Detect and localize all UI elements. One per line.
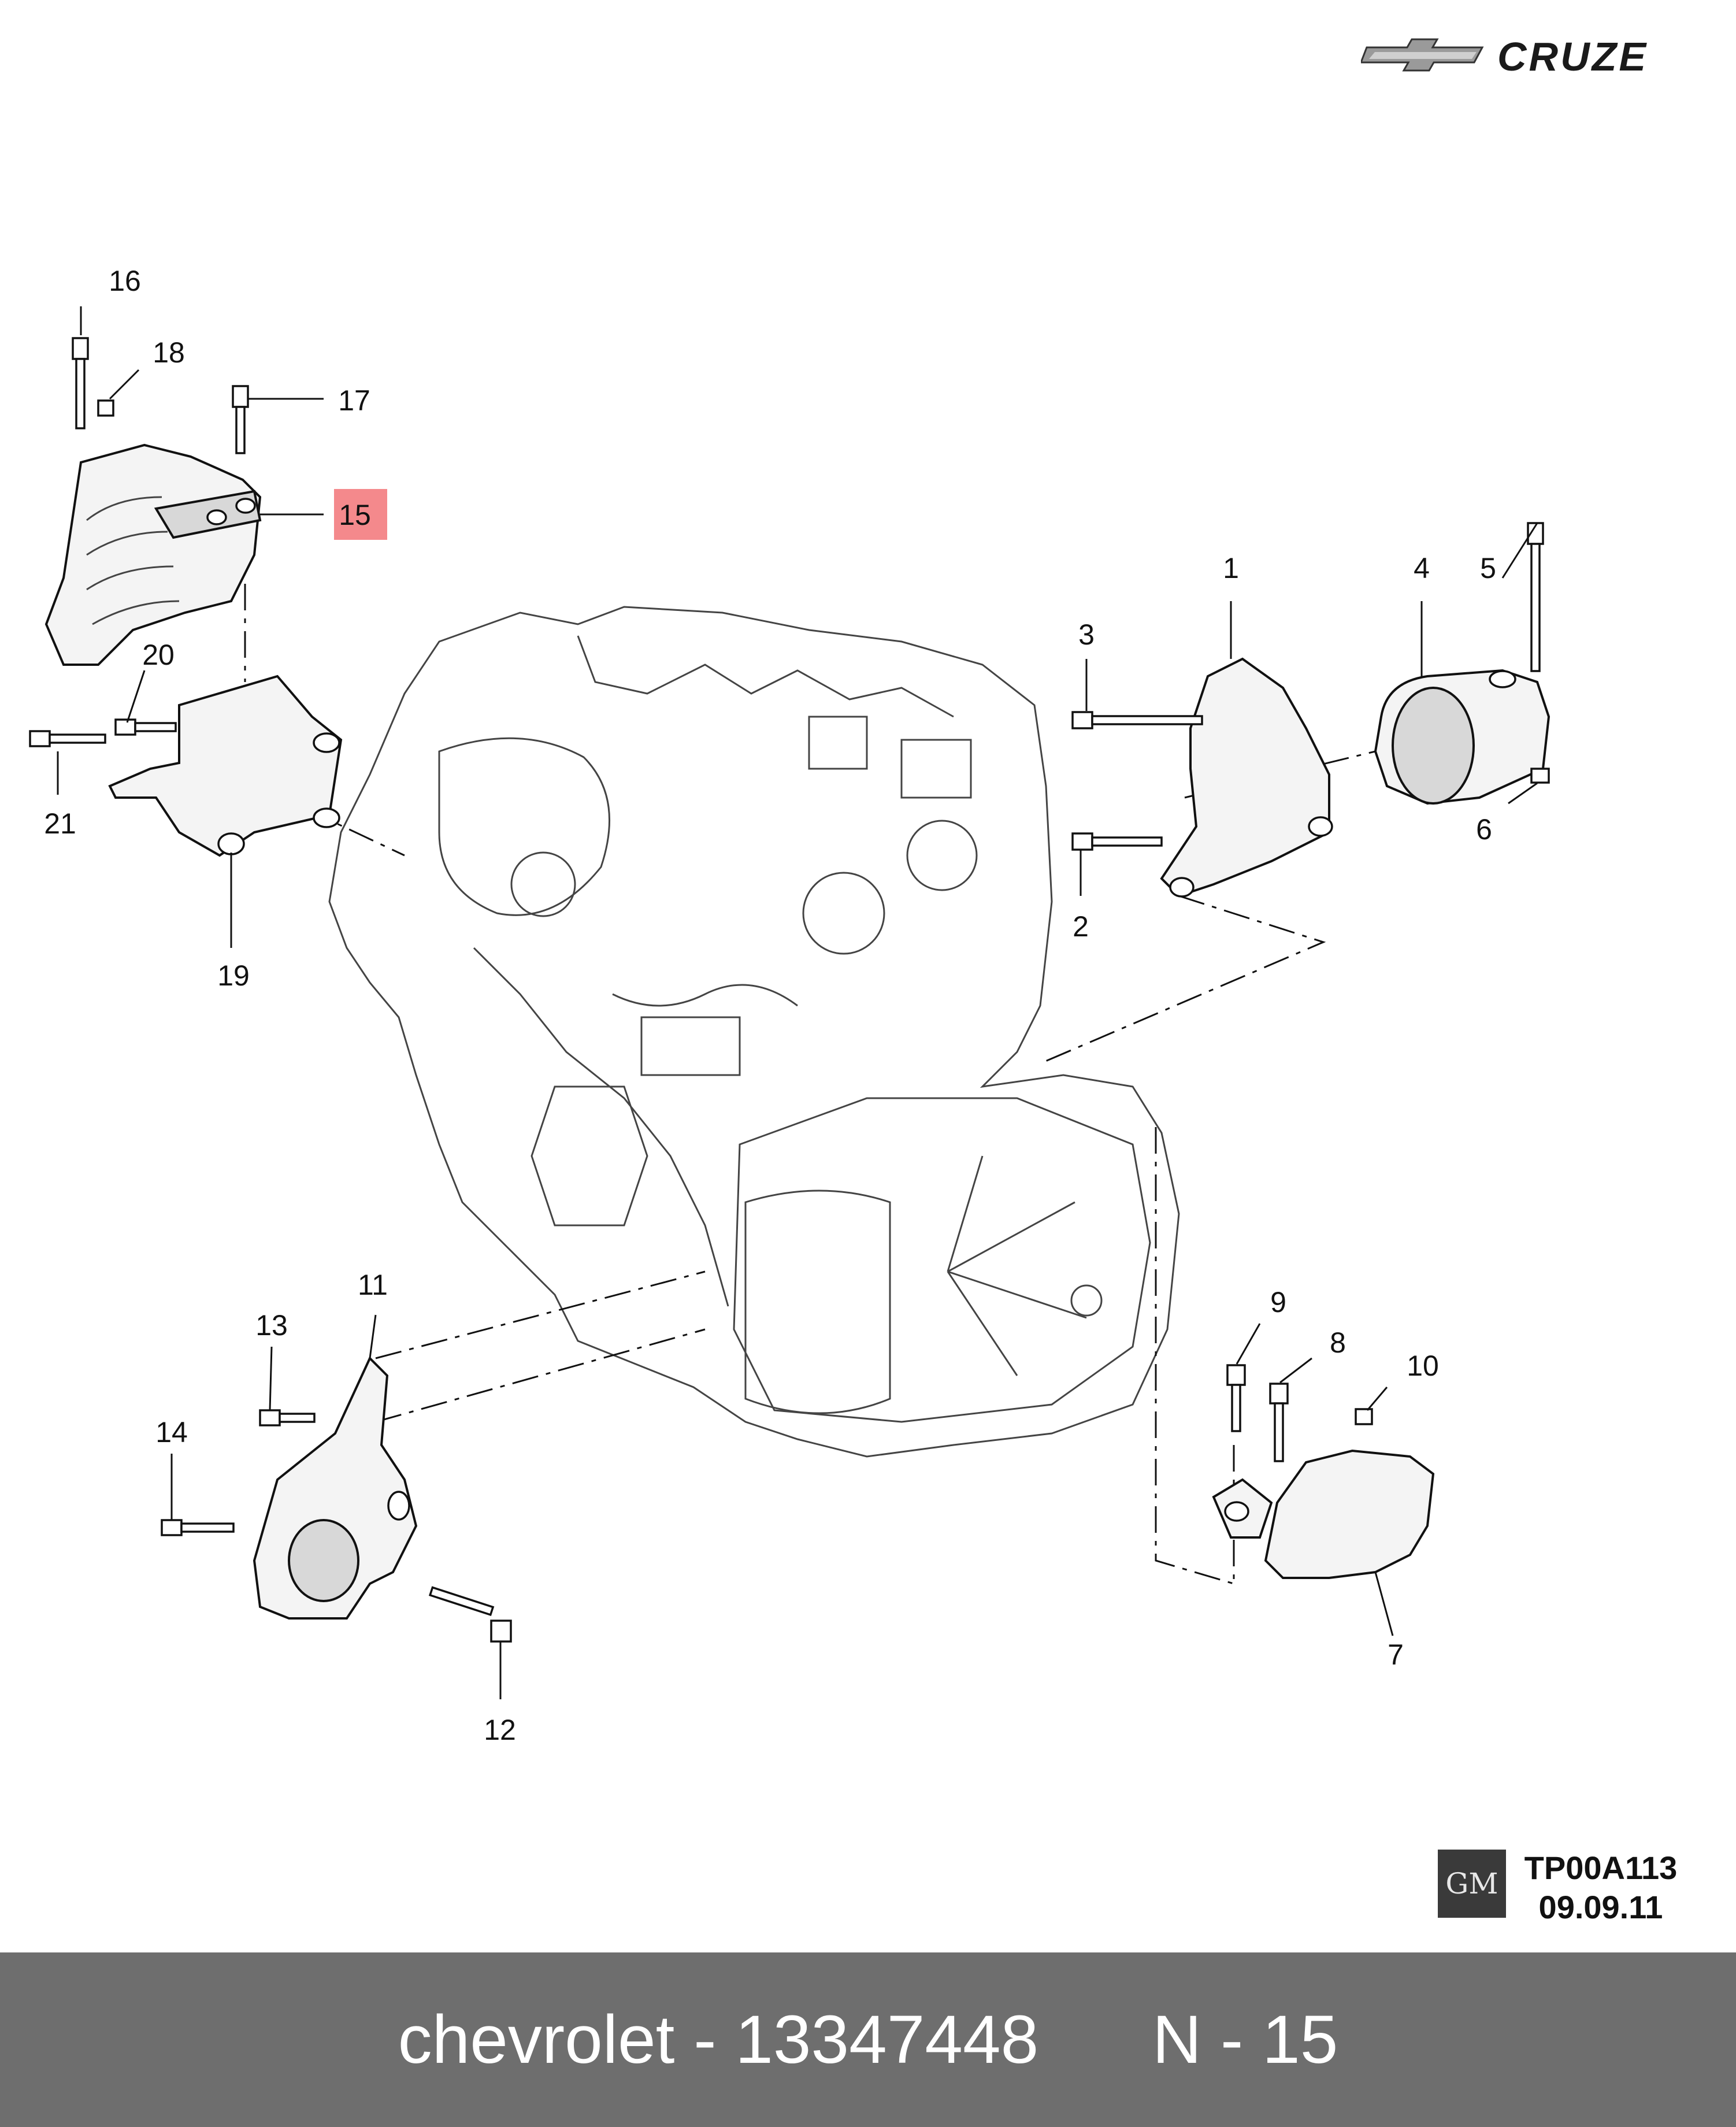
callout-11: 11 bbox=[358, 1269, 388, 1301]
reference-block: TP00A113 09.09.11 bbox=[1514, 1848, 1687, 1927]
callout-5: 5 bbox=[1480, 552, 1496, 584]
callout-10: 10 bbox=[1407, 1350, 1439, 1382]
reference-date: 09.09.11 bbox=[1538, 1889, 1663, 1925]
bolt-14 bbox=[161, 1519, 235, 1536]
callout-4: 4 bbox=[1414, 552, 1430, 584]
brand-model-name: CRUZE bbox=[1497, 34, 1649, 79]
part-11-mount bbox=[253, 1356, 418, 1620]
callouts: 1 2 3 4 5 6 7 8 9 10 11 12 13 14 15 16 1… bbox=[44, 265, 1496, 1746]
bolt-10 bbox=[1355, 1408, 1373, 1425]
bolt-3 bbox=[1071, 711, 1203, 729]
bolts bbox=[29, 337, 1550, 1643]
bolt-16 bbox=[72, 337, 89, 429]
callout-1: 1 bbox=[1223, 552, 1239, 584]
callout-12: 12 bbox=[484, 1714, 516, 1746]
callout-19: 19 bbox=[217, 959, 250, 992]
callout-21: 21 bbox=[44, 807, 76, 840]
callout-17: 17 bbox=[338, 384, 370, 417]
callout-14: 14 bbox=[155, 1416, 188, 1448]
footer-ref: N - 15 bbox=[1152, 2002, 1338, 2078]
bolt-6 bbox=[1530, 768, 1550, 784]
bolt-2 bbox=[1071, 832, 1163, 851]
callout-20: 20 bbox=[142, 639, 175, 671]
footer-text: chevrolet - 13347448 N - 15 bbox=[398, 2002, 1338, 2078]
callout-16: 16 bbox=[109, 265, 141, 297]
footer-bar: chevrolet - 13347448 N - 15 bbox=[0, 1952, 1736, 2127]
bolt-17 bbox=[232, 385, 249, 454]
bolt-13 bbox=[259, 1409, 316, 1426]
highlight-callout-15 bbox=[334, 489, 387, 540]
callout-3: 3 bbox=[1078, 618, 1095, 651]
part-1-bracket bbox=[1160, 657, 1333, 898]
leader-lines bbox=[57, 306, 1538, 1699]
callout-6: 6 bbox=[1476, 813, 1492, 846]
bolt-5 bbox=[1527, 522, 1544, 672]
callout-8: 8 bbox=[1330, 1326, 1346, 1359]
callout-7: 7 bbox=[1388, 1639, 1404, 1671]
callout-2: 2 bbox=[1073, 910, 1089, 943]
reference-code: TP00A113 bbox=[1524, 1850, 1678, 1886]
callout-15: 15 bbox=[339, 499, 371, 531]
bolt-9 bbox=[1226, 1364, 1246, 1432]
part-7-mount bbox=[1212, 1449, 1435, 1579]
engine-assembly bbox=[328, 606, 1180, 1458]
part-20-bracket bbox=[108, 675, 343, 857]
callout-18: 18 bbox=[153, 336, 185, 369]
bolt-21 bbox=[29, 730, 106, 747]
bolt-12 bbox=[428, 1586, 512, 1643]
bolt-18 bbox=[97, 399, 114, 417]
part-15-engine-mount bbox=[44, 443, 262, 666]
footer-part-number: 13347448 bbox=[735, 2002, 1039, 2078]
bolt-20 bbox=[114, 718, 177, 736]
bolt-8 bbox=[1269, 1383, 1289, 1462]
part-4-mount bbox=[1374, 669, 1550, 805]
engine-mount-diagram: 1 2 3 4 5 6 7 8 9 10 11 12 13 14 15 16 1… bbox=[29, 265, 1550, 1746]
footer-brand: chevrolet bbox=[398, 2002, 675, 2078]
callout-13: 13 bbox=[255, 1309, 288, 1342]
callout-9: 9 bbox=[1270, 1286, 1286, 1318]
chevrolet-cruze-brand: CRUZE bbox=[1361, 29, 1708, 81]
gm-logo: GM bbox=[1438, 1850, 1506, 1918]
chevrolet-bowtie-icon bbox=[1361, 38, 1484, 72]
